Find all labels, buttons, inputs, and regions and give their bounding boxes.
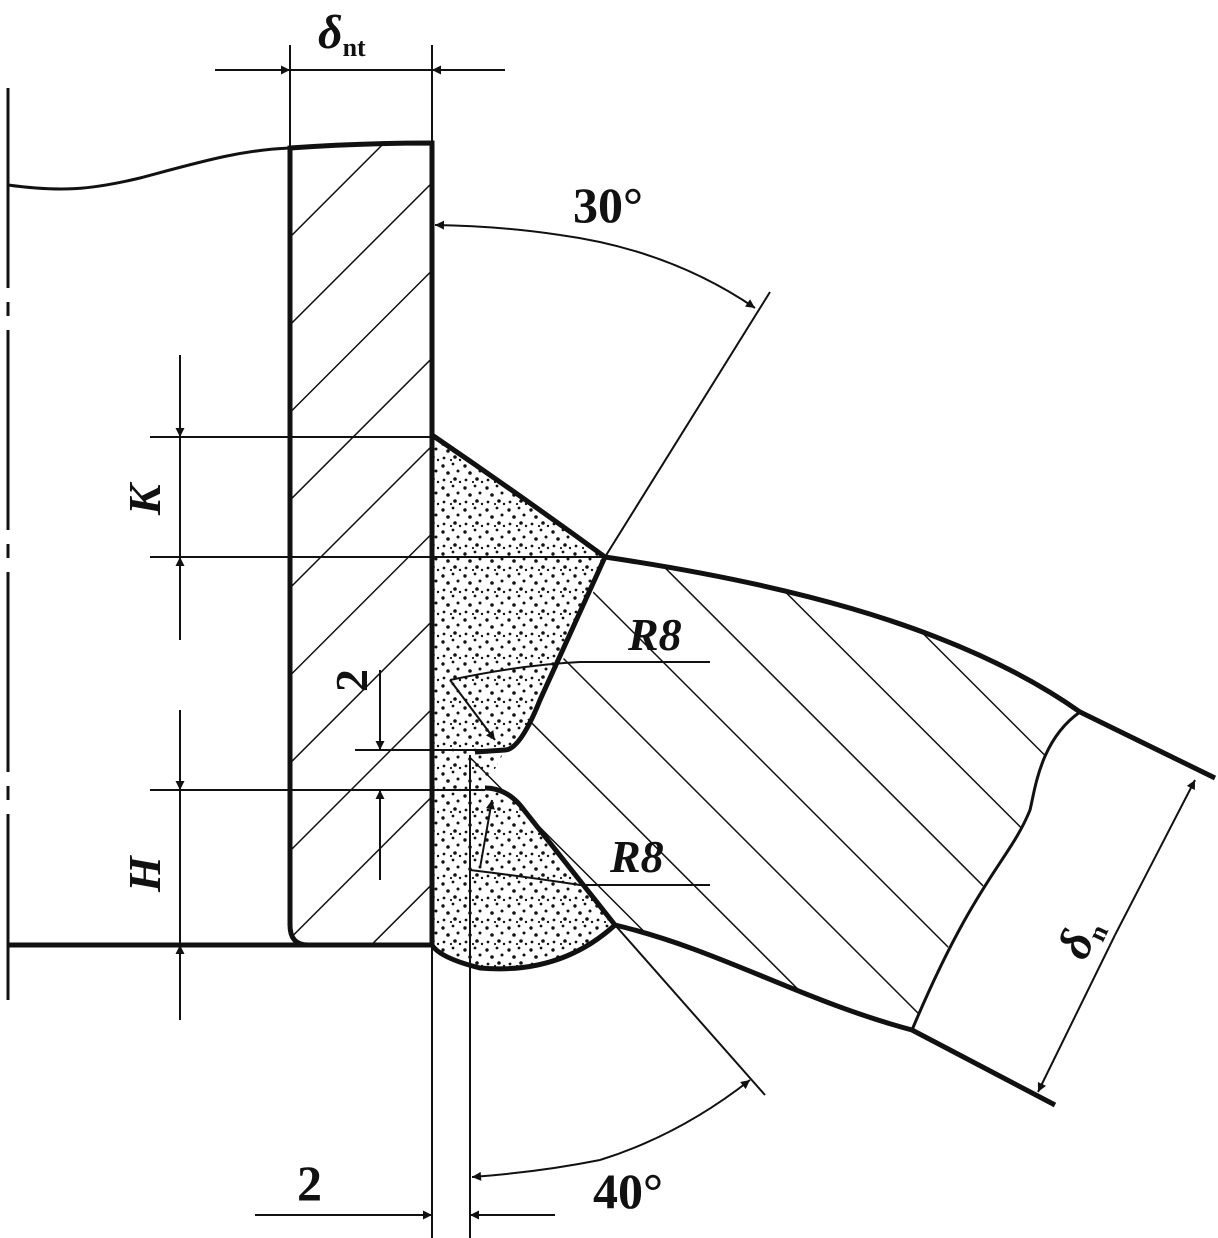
radius-upper-leader: [449, 661, 710, 681]
nozzle-break-line: [910, 710, 1081, 1031]
weld-lower-fillet: [432, 788, 615, 969]
label-gap-vertical: 2: [326, 669, 377, 692]
label-delta-nt: δnt: [318, 6, 366, 62]
weld-top-surface: [430, 432, 607, 560]
nozzle-outer-edge: [604, 554, 1217, 781]
radius-upper-arrow: [449, 679, 496, 741]
dimensions: [150, 65, 1196, 1220]
label-delta-nt-sub: nt: [343, 33, 366, 62]
angle-40-arc-right: [599, 1079, 751, 1161]
weld-root: [432, 750, 505, 790]
weld-bottom-surface: [429, 923, 617, 972]
angle-30-arc-right: [559, 234, 756, 309]
radius-lower-arrow: [479, 799, 495, 869]
dim-delta-n-arrow-bottom: [1037, 934, 1116, 1093]
label-h: H: [119, 855, 170, 893]
shell-plate-section: [287, 140, 435, 948]
shell-break-line: [7, 146, 291, 191]
label-gap-bottom: 2: [297, 1155, 322, 1211]
bevel-40-reference-line: [614, 924, 766, 1096]
label-radius-lower: R8: [609, 831, 664, 882]
shell-plate: [6, 45, 435, 1238]
label-delta-nt-symbol: δ: [318, 6, 343, 59]
nozzle-inner-edge: [614, 922, 1057, 1108]
bevel-30-reference-line: [604, 291, 771, 558]
weld-upper-fillet: [432, 435, 605, 752]
label-angle-30: 30°: [573, 177, 643, 233]
label-radius-upper: R8: [627, 609, 682, 660]
nozzle-section: [470, 557, 1080, 1030]
labels: δnt 30° 40° R8 R8 K H 2 2 δn: [119, 6, 1114, 1219]
angle-30-arc-left: [434, 220, 561, 236]
weld-metal: [429, 432, 617, 1238]
label-k: K: [119, 481, 170, 516]
angle-40-arc-left: [471, 1159, 601, 1181]
dim-delta-n-arrow-top: [1114, 779, 1196, 936]
nozzle-plate: [470, 554, 1217, 1108]
label-angle-40: 40°: [593, 1163, 663, 1219]
radius-lower-leader: [469, 869, 710, 886]
